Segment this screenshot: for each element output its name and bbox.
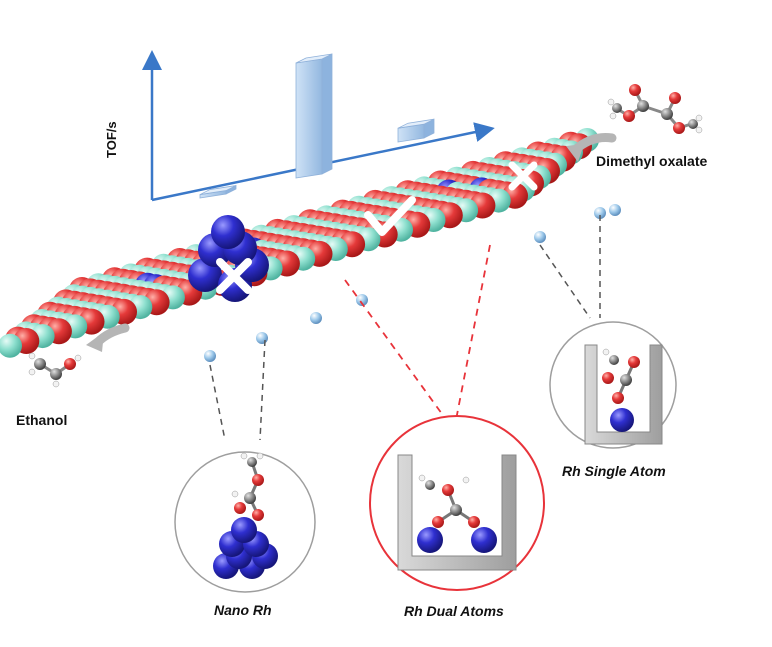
adsorbate-dual [418, 474, 480, 528]
tof-bar-1 [199, 184, 237, 199]
adsorbate-single [602, 348, 640, 404]
cross-mark-nano [216, 258, 252, 294]
reactant-label: Dimethyl oxalate [596, 153, 708, 169]
tof-bar-3 [397, 118, 435, 143]
rh-dual-atoms-inset [369, 415, 545, 591]
dimethyl-oxalate-molecule [607, 84, 703, 134]
single-connectors [539, 215, 601, 319]
tof-bar-2 [295, 53, 333, 179]
rh-single-atom-inset [549, 321, 677, 449]
dual-pocket [397, 454, 517, 571]
product-arrowhead [86, 332, 104, 352]
nano-connectors [209, 339, 266, 441]
ethanol-molecule [28, 352, 82, 388]
dual-connectors [344, 244, 491, 426]
nano-rh-inset [174, 451, 316, 593]
nano-rh-label: Nano Rh [214, 602, 272, 618]
rh-dual-atoms-label: Rh Dual Atoms [404, 603, 504, 619]
check-mark-dual [364, 196, 416, 236]
tof-axis-label: TOF/s [104, 121, 119, 158]
cross-mark-single [508, 161, 538, 191]
single-pocket [584, 344, 663, 445]
adsorbate-nano [231, 452, 264, 521]
rh-nanoparticle [188, 215, 269, 302]
rh-pyramid [213, 517, 278, 579]
tof-chart [142, 50, 495, 202]
reactant-arrowhead [566, 144, 584, 162]
product-label: Ethanol [16, 412, 68, 428]
rh-single-atom-label: Rh Single Atom [562, 463, 666, 479]
